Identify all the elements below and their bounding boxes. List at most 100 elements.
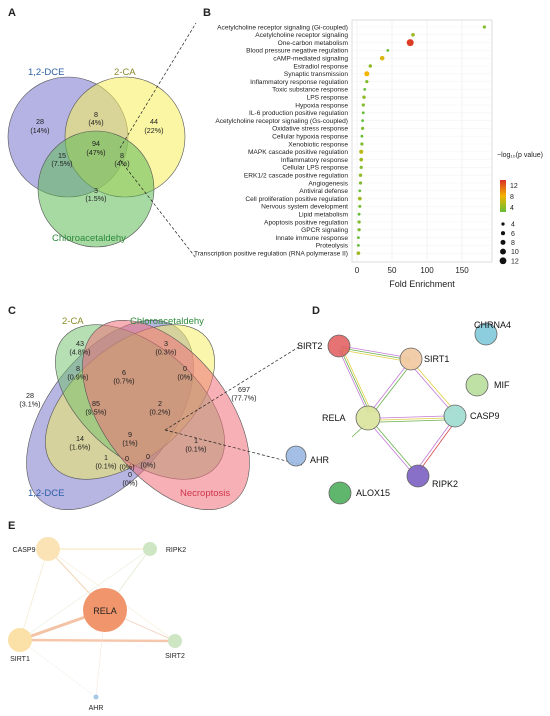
venn4-count: 43 [76,339,84,348]
scatter-point[interactable] [357,228,361,232]
ppi-node-label: SIRT2 [297,341,322,351]
ppi-edge [379,417,447,421]
scatter-point[interactable] [368,64,373,68]
venn4-count: 697 [238,385,250,394]
venn4-count: 2 [158,399,162,408]
size-legend-dot [500,239,506,245]
scatter-point[interactable] [359,149,364,154]
network-node-sirt1[interactable] [8,628,32,652]
term-label: Innate immune response [275,235,348,242]
term-label: cAMP-mediated signaling [273,56,348,63]
venn4-count: 85 [92,399,100,408]
network-label-casp9: CASP9 [13,547,36,554]
ppi-node-ahr[interactable]: AHR [285,445,330,467]
term-label: Cellular LPS response [282,165,348,172]
ppi-node-circle[interactable] [465,373,489,397]
scatter-point[interactable] [357,196,362,201]
color-legend-tick: 8 [510,194,514,201]
scatter-point[interactable] [359,157,364,162]
network-node-rela[interactable] [83,588,127,632]
color-legend: −log₁₀(p value) 12 8 4 [497,152,543,212]
scatter-point[interactable] [406,39,414,47]
ppi-node-sirt1[interactable]: SIRT1 [399,347,449,371]
scatter-point[interactable] [361,119,364,122]
venn4-count: 14 [76,434,84,443]
scatter-point[interactable] [363,88,367,91]
network-node-casp9[interactable] [36,537,60,561]
network-label-sirt1: SIRT1 [10,656,30,663]
venn4-pct: (0%) [119,463,134,472]
scatter-point[interactable] [358,189,362,193]
scatter-point[interactable] [411,32,415,37]
term-label: ERK1/2 cascade positive regulation [244,173,348,180]
venn4-pct: (0%) [140,461,155,470]
venn4-count: 6 [122,368,126,377]
ppi-node-ripk2[interactable]: RIPK2 [406,464,458,489]
venn3-set-chl [37,130,155,248]
network-node-sirt2[interactable] [168,634,182,648]
scatter-point[interactable] [357,212,361,216]
scatter-point[interactable] [356,251,361,256]
scatter-point[interactable] [360,134,364,138]
color-legend-title: −log₁₀(p value) [497,152,543,159]
scatter-point[interactable] [359,165,363,170]
venn3-pct: (14%) [30,126,49,135]
term-label: Antiviral defense [299,188,348,195]
ppi-node-casp9[interactable]: CASP9 [443,404,500,428]
scatter-point[interactable] [365,79,369,84]
ppi-node-chrna4[interactable]: CHRNA4 [474,320,511,346]
ppi-edge [371,365,407,411]
scatter-point[interactable] [360,142,364,146]
term-label: Toxic substance response [272,87,348,94]
term-label: Proteolysis [316,243,349,250]
venn4-diagram [26,319,250,511]
scatter-point[interactable] [358,204,362,208]
ppi-node-mif[interactable]: MIF [465,373,510,397]
venn4-count: 0 [183,364,187,373]
scatter-point[interactable] [357,244,360,247]
term-label: IL-6 production positive regulation [249,110,348,117]
ppi-node-circle[interactable] [399,347,423,371]
ppi-edge [379,419,447,423]
term-label: Oxidative stress response [272,126,348,133]
scatter-points [356,25,487,256]
ppi-node-circle[interactable] [328,481,352,505]
ppi-edge [411,365,453,413]
scatter-point[interactable] [358,181,363,185]
ppi-node-rela[interactable]: RELA [322,405,381,431]
scatter-point[interactable] [379,55,385,61]
venn3-count: 94 [92,139,100,148]
scatter-point[interactable] [360,126,365,131]
ppi-node-sirt2[interactable]: SIRT2 [297,334,351,358]
scatter-point[interactable] [364,71,370,77]
ppi-node-circle[interactable] [406,464,430,488]
ppi-node-alox15[interactable]: ALOX15 [328,481,390,505]
network-node-ahr[interactable] [93,694,99,700]
color-legend-bar [500,180,506,212]
ppi-node-circle[interactable] [474,322,498,346]
ppi-node-circle[interactable] [285,445,307,467]
scatter-point[interactable] [362,95,366,99]
scatter-point[interactable] [482,25,487,29]
ppi-node-circle[interactable] [327,334,351,358]
zoom-connector-a-bottom [119,159,197,259]
scatter-point[interactable] [361,111,365,115]
plot-frame [351,19,493,263]
ppi-node-label: MIF [494,380,510,390]
color-legend-tick: 12 [510,183,518,190]
scatter-point[interactable] [386,49,390,52]
scatter-point[interactable] [358,173,363,177]
term-label: One-carbon metabolism [278,40,349,47]
scatter-point[interactable] [361,103,365,107]
scatter-point[interactable] [357,236,360,240]
network-node-ripk2[interactable] [143,542,157,556]
panel-d-letter: D [312,305,320,317]
ppi-node-circle[interactable] [355,405,381,431]
scatter-point[interactable] [357,220,361,224]
ppi-node-circle[interactable] [443,404,467,428]
term-label: Acetylcholine receptor signaling (Gi-cou… [217,24,348,31]
venn4-pct: (0.1%) [185,445,206,454]
venn3-pct: (1.5%) [85,194,106,203]
ppi-edges [338,345,455,471]
ppi-node-label: ALOX15 [356,488,390,498]
